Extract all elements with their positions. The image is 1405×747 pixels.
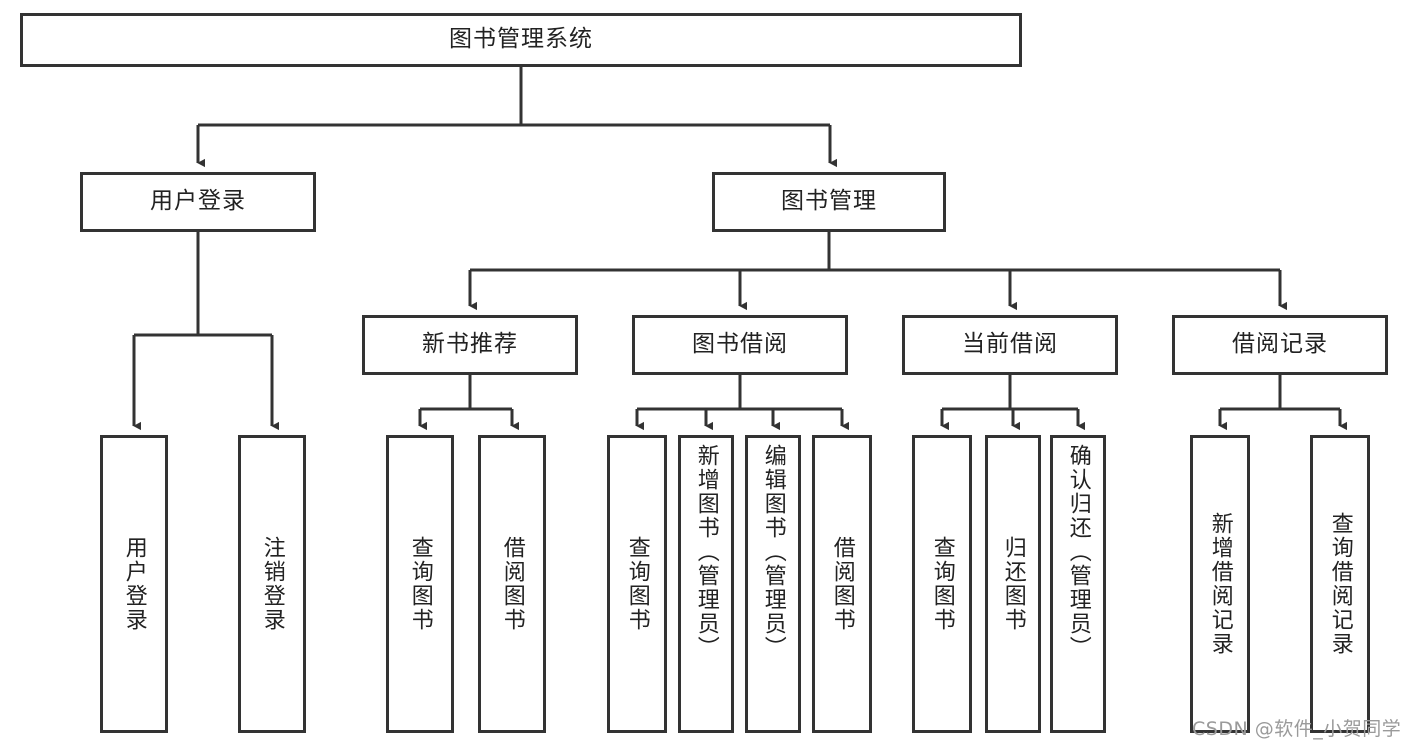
node-leaf-query-book-rec-label: 查询图书 bbox=[407, 536, 433, 632]
node-leaf-add-book-label: 新增图书（管理员） bbox=[693, 444, 719, 660]
wire-group-root bbox=[196, 67, 837, 168]
node-leaf-query-record-label: 查询借阅记录 bbox=[1327, 512, 1353, 656]
node-leaf-borrow-book[interactable]: 借阅图书 bbox=[812, 435, 872, 733]
node-leaf-query-book-borrow[interactable]: 查询图书 bbox=[607, 435, 667, 733]
wire-group-book-management bbox=[468, 232, 1287, 311]
node-leaf-query-book-borrow-label: 查询图书 bbox=[624, 536, 650, 632]
node-user-login[interactable]: 用户登录 bbox=[80, 172, 316, 232]
node-leaf-add-record-label: 新增借阅记录 bbox=[1207, 512, 1233, 656]
node-leaf-edit-book[interactable]: 编辑图书（管理员） bbox=[745, 435, 801, 733]
node-leaf-borrow-book-rec-label: 借阅图书 bbox=[499, 536, 525, 632]
node-leaf-query-book-cur[interactable]: 查询图书 bbox=[912, 435, 972, 733]
node-leaf-return-book-label: 归还图书 bbox=[1000, 536, 1026, 632]
node-leaf-borrow-book-label: 借阅图书 bbox=[829, 536, 855, 632]
csdn-watermark: CSDN @软件_小贺同学 bbox=[1192, 718, 1402, 740]
node-root[interactable]: 图书管理系统 bbox=[20, 13, 1022, 67]
node-current-borrow[interactable]: 当前借阅 bbox=[902, 315, 1118, 375]
node-borrow-records-label: 借阅记录 bbox=[1232, 331, 1328, 358]
wire-group-book-borrow bbox=[635, 375, 849, 431]
node-book-borrow-label: 图书借阅 bbox=[692, 331, 788, 358]
node-leaf-edit-book-label: 编辑图书（管理员） bbox=[760, 444, 786, 660]
node-root-label: 图书管理系统 bbox=[449, 26, 593, 53]
node-leaf-borrow-book-rec[interactable]: 借阅图书 bbox=[478, 435, 546, 733]
node-leaf-confirm-return[interactable]: 确认归还（管理员） bbox=[1050, 435, 1106, 733]
node-leaf-logout-label: 注销登录 bbox=[259, 536, 285, 632]
node-book-management-label: 图书管理 bbox=[781, 188, 877, 215]
node-current-borrow-label: 当前借阅 bbox=[962, 331, 1058, 358]
wire-group-current-borrow bbox=[940, 375, 1085, 431]
node-leaf-query-book-cur-label: 查询图书 bbox=[929, 536, 955, 632]
node-leaf-user-login-label: 用户登录 bbox=[121, 536, 147, 632]
wire-group-new-book-recommend bbox=[418, 375, 519, 431]
node-leaf-add-book[interactable]: 新增图书（管理员） bbox=[678, 435, 734, 733]
node-new-book-recommend-label: 新书推荐 bbox=[422, 331, 518, 358]
node-book-management[interactable]: 图书管理 bbox=[712, 172, 946, 232]
node-leaf-query-book-rec[interactable]: 查询图书 bbox=[386, 435, 454, 733]
node-leaf-return-book[interactable]: 归还图书 bbox=[985, 435, 1041, 733]
wire-group-user-login bbox=[132, 232, 279, 431]
node-leaf-logout[interactable]: 注销登录 bbox=[238, 435, 306, 733]
node-leaf-query-record[interactable]: 查询借阅记录 bbox=[1310, 435, 1370, 733]
node-leaf-user-login[interactable]: 用户登录 bbox=[100, 435, 168, 733]
node-new-book-recommend[interactable]: 新书推荐 bbox=[362, 315, 578, 375]
wire-group-borrow-records bbox=[1218, 375, 1347, 431]
node-leaf-add-record[interactable]: 新增借阅记录 bbox=[1190, 435, 1250, 733]
node-user-login-label: 用户登录 bbox=[150, 188, 246, 215]
node-leaf-confirm-return-label: 确认归还（管理员） bbox=[1065, 444, 1091, 660]
node-book-borrow[interactable]: 图书借阅 bbox=[632, 315, 848, 375]
node-borrow-records[interactable]: 借阅记录 bbox=[1172, 315, 1388, 375]
